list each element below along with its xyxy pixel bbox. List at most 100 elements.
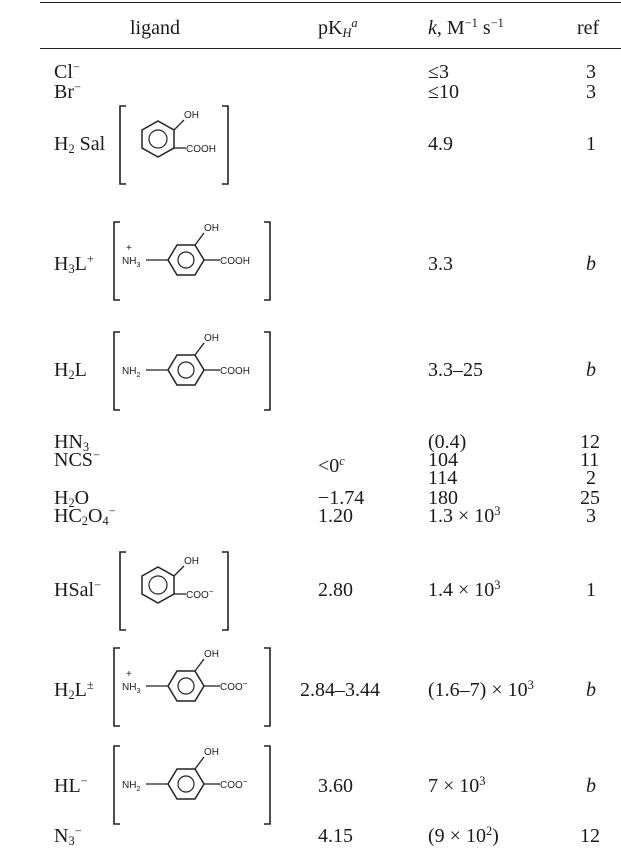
right-bracket bbox=[222, 551, 229, 631]
ligand-cell: HSal− bbox=[54, 578, 101, 601]
rate-cell: 104 bbox=[428, 449, 458, 471]
hydroxyl-label: OH bbox=[204, 649, 219, 660]
rate-cell: 1.4 × 103 bbox=[428, 578, 501, 601]
ref-cell: 2 bbox=[586, 467, 596, 489]
amine-label: NH3 bbox=[122, 256, 140, 269]
header-ligand: ligand bbox=[130, 17, 180, 39]
aromatic-circle bbox=[148, 129, 168, 149]
rate-cell: (0.4) bbox=[428, 431, 467, 453]
amine-charge: + bbox=[126, 243, 132, 254]
rate-cell: ≤3 bbox=[428, 61, 449, 83]
ligand-cell: H2L± bbox=[54, 678, 94, 703]
aromatic-circle bbox=[177, 677, 195, 695]
rate-cell: 114 bbox=[428, 467, 458, 489]
aminosalicylate-anion-structure: NH2 OH COO− bbox=[113, 745, 271, 825]
rate-cell: (1.6–7) × 103 bbox=[428, 678, 534, 701]
hydroxyl-label: OH bbox=[184, 110, 199, 121]
carboxylate-label: COO− bbox=[220, 777, 248, 791]
aromatic-circle bbox=[177, 361, 195, 379]
ligand-cell: Cl− bbox=[54, 60, 80, 83]
left-bracket bbox=[113, 647, 120, 727]
ref-cell: b bbox=[586, 359, 596, 381]
benzene-ring bbox=[167, 354, 205, 386]
carboxyl-label: COOH bbox=[220, 256, 250, 267]
ref-cell: 3 bbox=[586, 505, 596, 527]
ref-cell: 1 bbox=[586, 133, 596, 155]
rate-cell: 180 bbox=[428, 487, 458, 509]
ligand-cell: H2L bbox=[54, 359, 87, 383]
top-rule bbox=[40, 2, 621, 3]
ligand-cell: N3− bbox=[54, 824, 82, 848]
header-pk: pKHa bbox=[318, 16, 358, 41]
ligand-cell: H2O bbox=[54, 487, 90, 511]
hydroxyl-label: OH bbox=[204, 747, 219, 758]
right-bracket bbox=[264, 647, 271, 727]
aminosalicylic-acid-structure: NH2 OH COOH bbox=[113, 331, 271, 411]
ligand-cell: Br− bbox=[54, 80, 81, 103]
ligand-cell: HN3 bbox=[54, 431, 90, 455]
ref-cell: 25 bbox=[580, 487, 600, 509]
hydroxyl-label: OH bbox=[204, 223, 219, 234]
pk-cell: <0c bbox=[318, 454, 345, 477]
aromatic-circle bbox=[148, 575, 168, 595]
right-bracket bbox=[222, 105, 229, 185]
amine-label: NH2 bbox=[122, 366, 140, 379]
rate-cell: ≤10 bbox=[428, 81, 459, 103]
rate-cell: 1.3 × 103 bbox=[428, 504, 501, 527]
salicylic-acid-structure: OH COOH bbox=[119, 105, 229, 185]
rate-cell: (9 × 102) bbox=[428, 824, 499, 847]
ligand-cell: HC2O4− bbox=[54, 504, 116, 529]
left-bracket bbox=[113, 745, 120, 825]
rate-cell: 3.3 bbox=[428, 253, 453, 275]
salicylate-structure: OH COO− bbox=[119, 551, 229, 631]
right-bracket bbox=[264, 331, 271, 411]
header-rate-constant: k, M−1 s−1 bbox=[428, 16, 504, 39]
ref-cell: 3 bbox=[586, 61, 596, 83]
pk-cell: −1.74 bbox=[318, 487, 365, 509]
pk-cell: 1.20 bbox=[318, 505, 353, 527]
aromatic-circle bbox=[177, 251, 195, 269]
ref-cell: 11 bbox=[580, 449, 600, 471]
carboxyl-label: COOH bbox=[186, 144, 216, 155]
carboxylate-label: COO− bbox=[220, 679, 248, 693]
hydroxyl-label: OH bbox=[184, 556, 199, 567]
benzene-ring bbox=[141, 566, 175, 604]
benzene-ring bbox=[167, 768, 205, 800]
carboxylate-label: COO− bbox=[186, 587, 214, 601]
amine-charge: + bbox=[126, 669, 132, 680]
ligand-cell: H2 Sal bbox=[54, 133, 106, 157]
right-bracket bbox=[264, 745, 271, 825]
ref-cell: b bbox=[586, 253, 596, 275]
rate-cell: 7 × 103 bbox=[428, 774, 486, 797]
ref-cell: 3 bbox=[586, 81, 596, 103]
ligand-cell: NCS− bbox=[54, 448, 100, 471]
pk-cell: 2.84–3.44 bbox=[300, 679, 380, 701]
amine-label: NH3 bbox=[122, 682, 140, 695]
benzene-ring bbox=[167, 244, 205, 276]
pk-cell: 2.80 bbox=[318, 579, 353, 601]
ref-cell: 1 bbox=[586, 579, 596, 601]
rate-cell: 4.9 bbox=[428, 133, 453, 155]
rate-cell: 3.3–25 bbox=[428, 359, 483, 381]
left-bracket bbox=[119, 551, 126, 631]
ref-cell: 12 bbox=[580, 431, 600, 453]
ref-cell: b bbox=[586, 679, 596, 701]
hydroxyl-label: OH bbox=[204, 333, 219, 344]
aromatic-circle bbox=[177, 775, 195, 793]
ligand-cell: HL− bbox=[54, 774, 88, 797]
aminosalicylic-acid-cation-structure: NH3 + OH COOH bbox=[113, 221, 271, 301]
carboxyl-label: COOH bbox=[220, 366, 250, 377]
left-bracket bbox=[113, 221, 120, 301]
header-rule bbox=[40, 48, 621, 49]
ref-cell: b bbox=[586, 775, 596, 797]
pk-cell: 4.15 bbox=[318, 825, 353, 847]
amine-label: NH2 bbox=[122, 780, 140, 793]
benzene-ring bbox=[141, 120, 175, 158]
right-bracket bbox=[264, 221, 271, 301]
aminosalicylate-zwitterion-structure: NH3 + OH COO− bbox=[113, 647, 271, 727]
pk-cell: 3.60 bbox=[318, 775, 353, 797]
header-ref: ref bbox=[577, 17, 600, 39]
benzene-ring bbox=[167, 670, 205, 702]
left-bracket bbox=[119, 105, 126, 185]
